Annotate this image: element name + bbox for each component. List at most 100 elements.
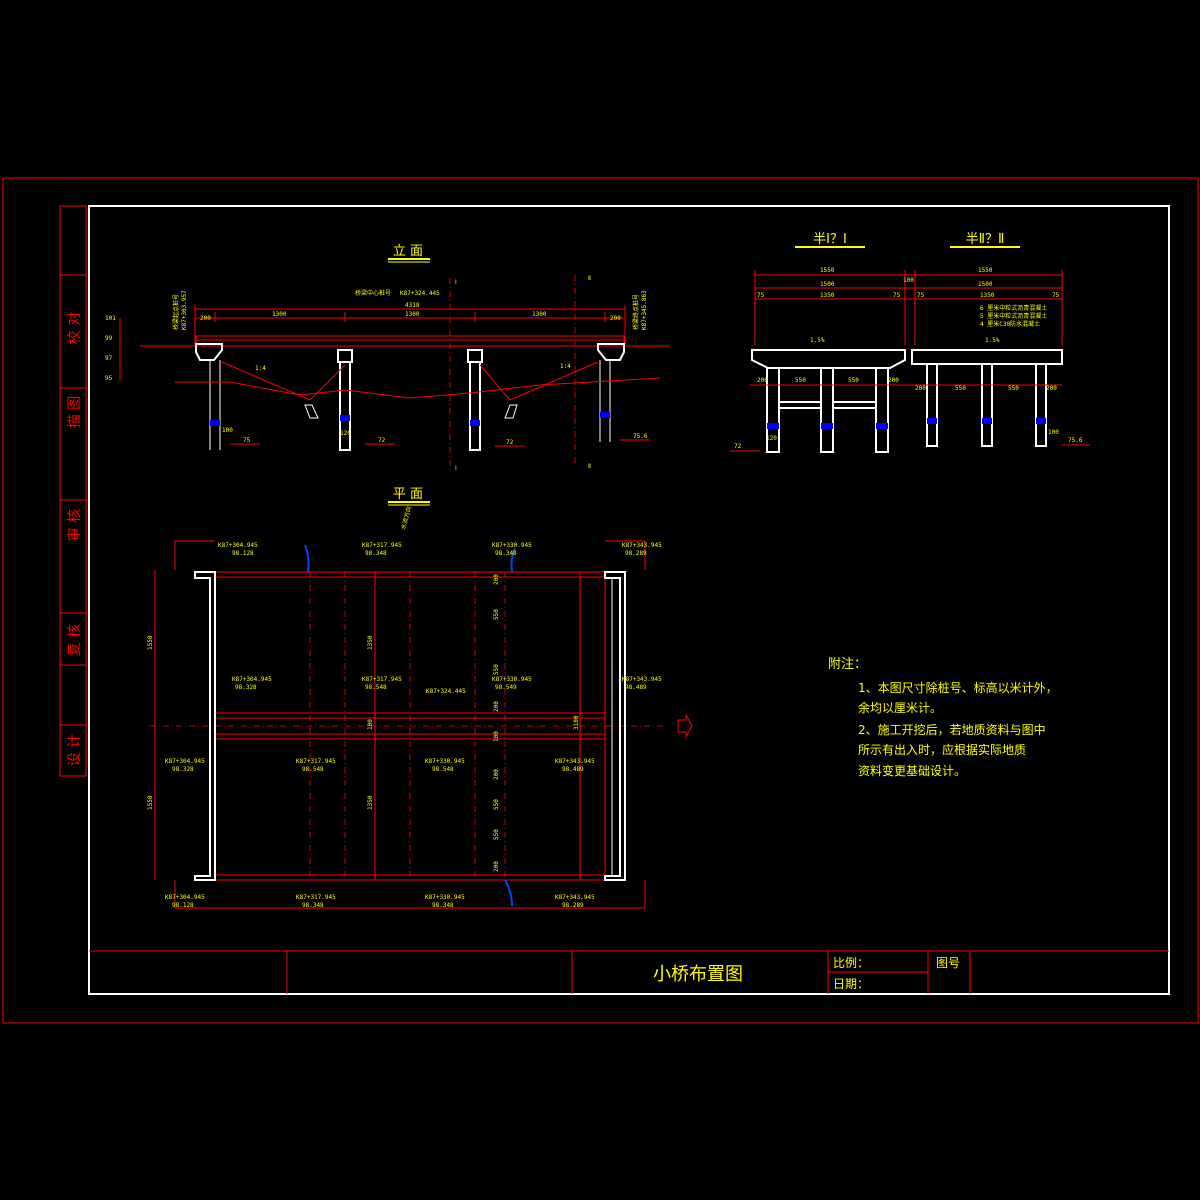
sec-w11: 75 [1052, 292, 1060, 299]
span3-dim: 1300 [532, 311, 547, 318]
plan-tl-elev: 98.128 [232, 550, 254, 557]
notes-line-5: 资料变更基础设计。 [858, 763, 966, 778]
plan-dim-left-2: 1550 [147, 795, 154, 810]
plan-dim-center: 100 [367, 719, 374, 730]
notes-line-1: 1、本图尺寸除桩号、标高以米计外， [858, 680, 1058, 695]
sec-pile-dia: 120 [766, 435, 777, 442]
total-length-dim: 4318 [405, 302, 420, 309]
sec-col-7: 550 [1008, 385, 1019, 392]
sec-ground-right: 75.6 [1068, 437, 1083, 444]
plan-tr-station: K87+343.945 [622, 542, 662, 549]
end-station-label: 桥梁终点桩号 [632, 294, 640, 330]
sec-col-2: 550 [795, 377, 806, 384]
pile-len-pier: 120 [340, 430, 351, 437]
cross-section-view: 半Ⅰ？Ⅰ 半Ⅱ？Ⅱ 1550 100 1550 1500 1500 75 135… [730, 232, 1090, 453]
cut-mark-ii-top: Ⅱ [588, 275, 591, 282]
span1-dim: 1300 [272, 311, 287, 318]
plan-l3-elev: 98.548 [432, 766, 454, 773]
slope-left: 1:4 [255, 365, 266, 372]
plan-b2-station: K87+317.945 [296, 894, 336, 901]
plan-m4-station: K87+343.945 [622, 676, 662, 683]
strip-item-draw: 描 图 [67, 396, 83, 428]
sec-w4: 1500 [820, 281, 835, 288]
plan-m1-elev: 98.328 [235, 684, 257, 691]
sec-slope-1: 1.5% [810, 337, 825, 344]
plan-b3-station: K87+330.945 [425, 894, 465, 901]
center-station-label: 桥梁中心桩号 [355, 289, 391, 297]
plan-center-station: K87+324.445 [426, 688, 466, 695]
plan-t3-station: K87+330.945 [492, 542, 532, 549]
plan-b1-elev: 98.128 [172, 902, 194, 909]
sec-col-1: 200 [757, 377, 768, 384]
plan-d200c: 200 [493, 769, 500, 780]
sec-col-4: 200 [888, 377, 899, 384]
notes-line-2: 余均以厘米计。 [858, 700, 942, 715]
strip-item-review: 审 核 [67, 509, 83, 541]
sec-w3: 1550 [978, 267, 993, 274]
sec-ground-left: 72 [734, 443, 742, 450]
plan-m3-elev: 98.549 [495, 684, 517, 691]
plan-dim-right: 3100 [573, 715, 580, 730]
plan-title: 平 面 [393, 487, 423, 502]
plan-view: 平 面 [147, 487, 693, 909]
sec-col-5: 200 [915, 385, 926, 392]
plan-d100: 100 [493, 731, 500, 742]
plan-b4-station: K87+343.945 [555, 894, 595, 901]
elev-97: 97 [105, 355, 113, 362]
cut-mark-ii-bottom: Ⅱ [588, 463, 591, 470]
elevation-view: 立 面 Ⅰ Ⅰ Ⅱ Ⅱ 桥梁中心桩号 K87+324.445 桥梁起点桩号 K8… [105, 244, 670, 472]
outer-frame [2, 177, 1199, 1024]
strip-item-recheck: 复 核 [66, 624, 83, 656]
plan-dim-mid-2: 1350 [367, 795, 374, 810]
center-station-value: K87+324.445 [400, 290, 440, 297]
scale-label: 比例： [833, 956, 869, 970]
plan-l2-elev: 98.548 [302, 766, 324, 773]
plan-m2-station: K87+317.945 [362, 676, 402, 683]
plan-m4-elev: 98.489 [625, 684, 647, 691]
inner-frame [88, 205, 1170, 995]
sec-col-6: 550 [955, 385, 966, 392]
sec-w10: 1350 [980, 292, 995, 299]
drawing-number-label: 图号 [936, 956, 960, 970]
strip-item-check: 校 对 [66, 312, 83, 344]
pave-layer-3: 4 厘米C30防水混凝土 [980, 320, 1040, 328]
sec-w6: 75 [757, 292, 765, 299]
strip-item-design: 设 计 [67, 734, 83, 766]
elevation-title: 立 面 [393, 244, 423, 259]
section2-title: 半Ⅱ？Ⅱ [966, 232, 1005, 247]
notes-heading: 附注： [828, 657, 867, 672]
plan-b3-elev: 98.348 [432, 902, 454, 909]
notes-line-4: 所示有出入时，应根据实际地质 [858, 742, 1026, 757]
plan-m1-station: K87+304.945 [232, 676, 272, 683]
cut-mark-i-top: Ⅰ [455, 279, 457, 286]
plan-d550b: 550 [493, 664, 500, 675]
elev-99: 99 [105, 335, 113, 342]
plan-b1-station: K87+304.945 [165, 894, 205, 901]
plan-d550c: 550 [493, 799, 500, 810]
plan-tl-station: K87+304.945 [218, 542, 258, 549]
plan-l1-station: K87+304.945 [165, 758, 205, 765]
plan-l4-station: K87+343.945 [555, 758, 595, 765]
plan-m3-station: K87+330.945 [492, 676, 532, 683]
plan-b2-elev: 98.348 [302, 902, 324, 909]
sec-slope-2: 1.5% [985, 337, 1000, 344]
pave-layer-2: 5 厘米中粒式沥青混凝土 [980, 312, 1047, 320]
plan-dim-mid-1: 1350 [367, 635, 374, 650]
approval-strip: 校 对 描 图 审 核 复 核 设 计 [59, 205, 87, 777]
start-station-value: K87+303.957 [181, 290, 188, 330]
plan-dim-left-1: 1550 [147, 635, 154, 650]
plan-m2-elev: 98.548 [365, 684, 387, 691]
elev-95: 95 [105, 375, 113, 382]
abut-left-dim: 200 [200, 315, 211, 322]
end-station-value: K87+345.863 [641, 290, 648, 330]
sec-w8: 75 [893, 292, 901, 299]
drawing-title: 小桥布置图 [653, 964, 743, 985]
plan-d550a: 550 [493, 609, 500, 620]
date-label: 日期： [833, 977, 869, 991]
plan-l4-elev: 98.489 [562, 766, 584, 773]
ground-level-1: 75 [243, 437, 251, 444]
ground-level-2: 72 [378, 437, 386, 444]
cut-mark-i-bottom: Ⅰ [455, 465, 457, 472]
plan-d200a: 200 [493, 574, 500, 585]
sec-pile-dia-2: 100 [1048, 429, 1059, 436]
